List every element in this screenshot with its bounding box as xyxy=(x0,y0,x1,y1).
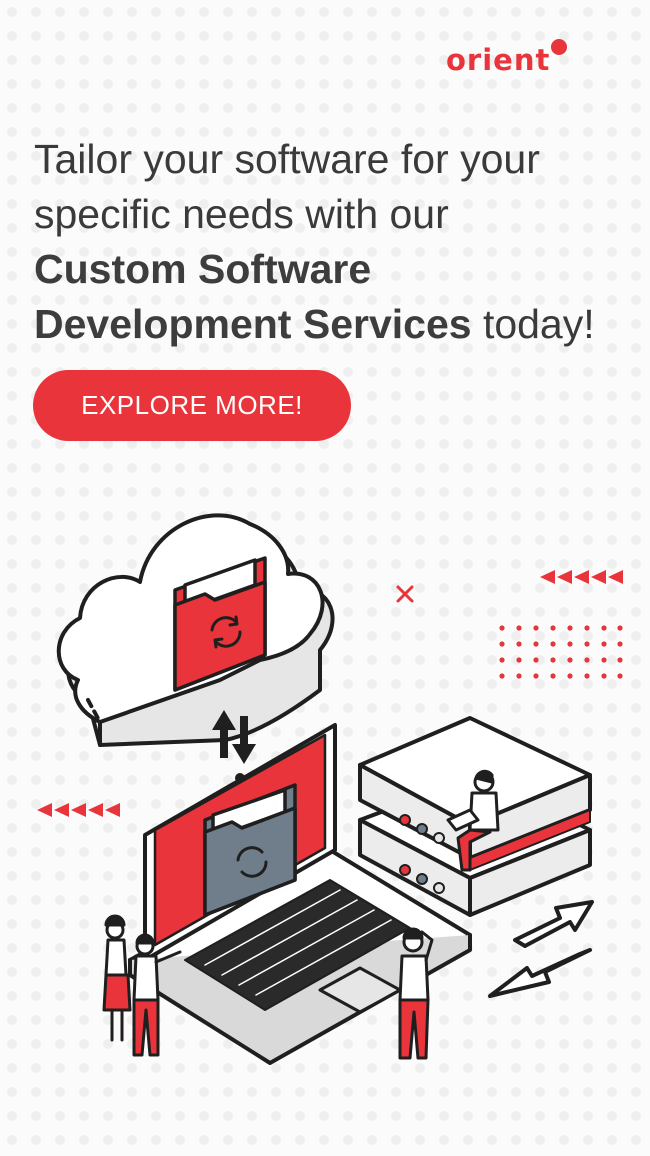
headline-line-3: Custom Software xyxy=(34,246,372,292)
logo-dot-icon xyxy=(551,39,568,55)
cloud-folder-sync-icon xyxy=(173,556,267,692)
triangle-arrows-icon-left xyxy=(37,803,120,817)
person-with-laptop-icon xyxy=(446,769,500,872)
headline: Tailor your software for your specific n… xyxy=(34,132,634,352)
person-man-pointing-icon xyxy=(132,933,182,1057)
explore-more-button[interactable]: EXPLORE MORE! xyxy=(33,370,351,441)
custom-software-illustration xyxy=(37,513,623,1065)
person-man-thinking-icon xyxy=(398,927,434,1060)
headline-line-4-rest: today! xyxy=(471,301,595,347)
plus-cross-icon xyxy=(396,585,414,603)
headline-line-2: specific needs with our xyxy=(34,191,449,237)
headline-line-4: Development Services today! xyxy=(34,297,634,352)
person-woman-icon xyxy=(102,914,132,1042)
headline-line-4-bold: Development Services xyxy=(34,301,472,347)
transfer-arrows-icon xyxy=(488,900,594,998)
red-dot-grid xyxy=(499,625,623,679)
headline-line-1: Tailor your software for your xyxy=(34,136,540,182)
triangle-arrows-icon xyxy=(540,570,623,584)
orient-logo[interactable]: orient xyxy=(446,38,568,82)
laptop-folder-sync-icon xyxy=(203,783,297,917)
logo-wordmark: orient xyxy=(446,43,551,77)
sync-arrows-icon xyxy=(212,710,256,764)
